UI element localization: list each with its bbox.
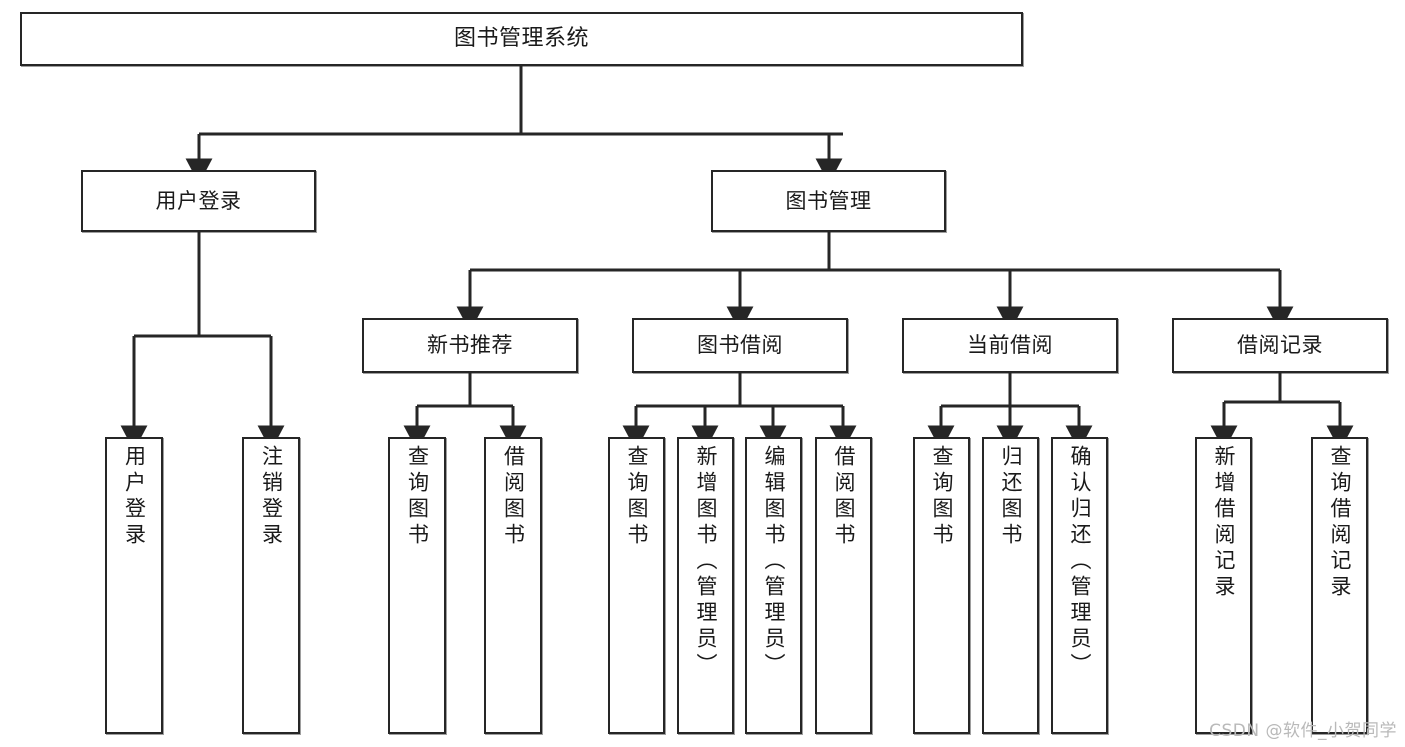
node-book-borrow[interactable]: 图书借阅 [632,318,848,373]
node-book-borrow-label: 图书借阅 [697,333,783,358]
node-new-book-recommend-label: 新书推荐 [427,333,513,358]
leaf-query-borrow-record[interactable]: 查询借阅记录 [1311,437,1368,734]
leaf-edit-book[interactable]: 编辑图书（管理员） [745,437,802,734]
leaf-user-login-label: 用户登录 [122,445,147,549]
leaf-confirm-return[interactable]: 确认归还（管理员） [1051,437,1108,734]
leaf-return-book-label: 归还图书 [999,445,1023,549]
node-borrow-record-label: 借阅记录 [1237,333,1323,358]
leaf-query-book-borrow-label: 查询图书 [625,445,649,549]
node-new-book-recommend[interactable]: 新书推荐 [362,318,578,373]
csdn-watermark: CSDN @软件_小贺同学 [1209,721,1397,741]
leaf-borrow-book[interactable]: 借阅图书 [815,437,872,734]
leaf-query-book-current-label: 查询图书 [930,445,954,549]
node-user-login[interactable]: 用户登录 [81,170,316,232]
leaf-add-borrow-record[interactable]: 新增借阅记录 [1195,437,1252,734]
leaf-confirm-return-label: 确认归还（管理员） [1068,445,1092,679]
node-user-login-label: 用户登录 [155,188,242,213]
leaf-return-book[interactable]: 归还图书 [982,437,1039,734]
leaf-query-book-new-rec[interactable]: 查询图书 [388,437,446,734]
leaf-logout-label: 注销登录 [259,445,284,549]
leaf-query-book-current[interactable]: 查询图书 [913,437,970,734]
leaf-query-borrow-record-label: 查询借阅记录 [1328,445,1352,601]
leaf-borrow-book-new-rec-label: 借阅图书 [501,445,526,549]
node-book-manage-label: 图书管理 [785,188,872,213]
node-root-system[interactable]: 图书管理系统 [20,12,1023,66]
node-borrow-record[interactable]: 借阅记录 [1172,318,1388,373]
leaf-query-book-new-rec-label: 查询图书 [405,445,430,549]
leaf-borrow-book-new-rec[interactable]: 借阅图书 [484,437,542,734]
node-current-borrow[interactable]: 当前借阅 [902,318,1118,373]
node-current-borrow-label: 当前借阅 [967,333,1053,358]
leaf-edit-book-label: 编辑图书（管理员） [762,445,786,679]
leaf-add-book-label: 新增图书（管理员） [694,445,718,679]
leaf-add-book[interactable]: 新增图书（管理员） [677,437,734,734]
node-root-label: 图书管理系统 [453,26,589,52]
leaf-logout[interactable]: 注销登录 [242,437,300,734]
leaf-add-borrow-record-label: 新增借阅记录 [1212,445,1236,601]
leaf-user-login[interactable]: 用户登录 [105,437,163,734]
node-book-manage[interactable]: 图书管理 [711,170,946,232]
leaf-borrow-book-label: 借阅图书 [832,445,856,549]
leaf-query-book-borrow[interactable]: 查询图书 [608,437,665,734]
